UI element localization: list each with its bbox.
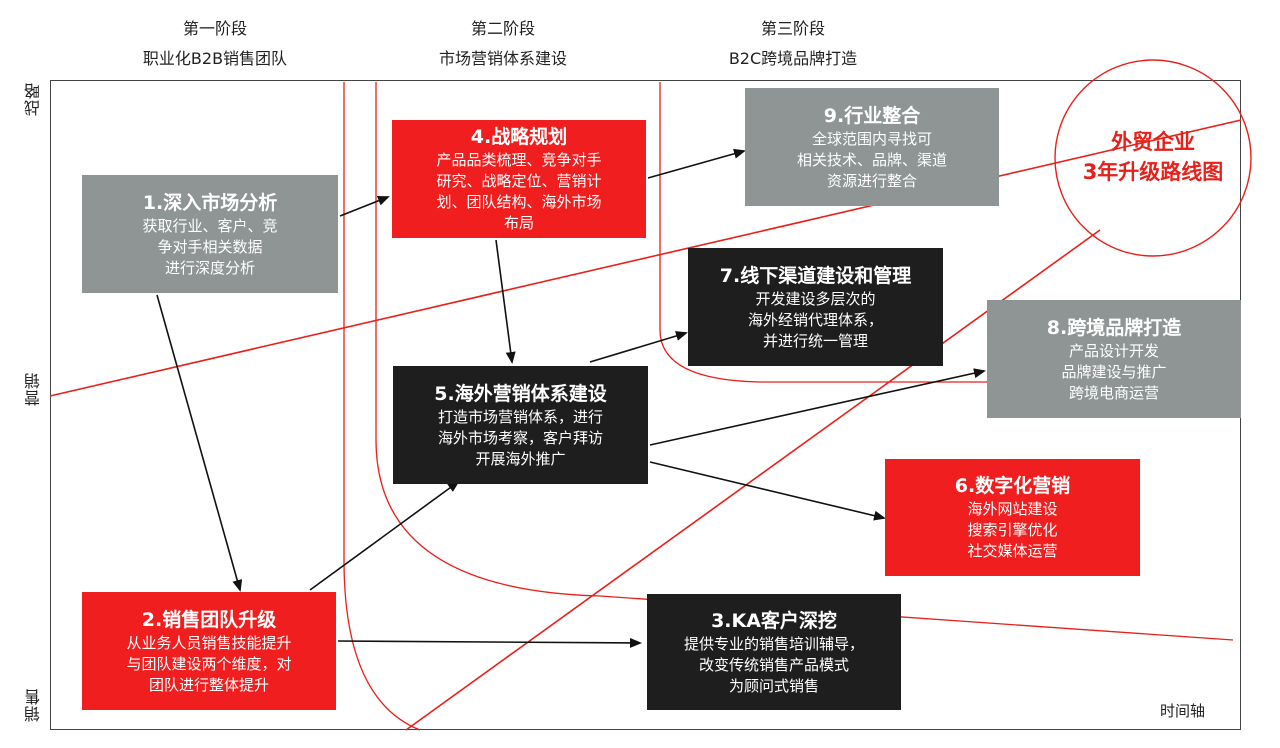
box-1-line: 争对手相关数据 [157, 237, 263, 256]
box-2-desc: 从业务人员销售技能提升 与团队建设两个维度，对 团队进行整体提升 [126, 633, 291, 696]
phase-2-name: 第二阶段 [470, 19, 535, 38]
box-7-line: 并进行统一管理 [762, 331, 868, 350]
box-7-desc: 开发建设多层次的 海外经销代理体系， 并进行统一管理 [748, 289, 883, 352]
box-6-title: 6.数字化营销 [954, 475, 1071, 497]
box-2-line: 团队进行整体提升 [148, 675, 269, 694]
box-8-desc: 产品设计开发 品牌建设与推广 跨境电商运营 [1061, 341, 1166, 404]
roadmap-title-line2: 3年升级路线图 [1082, 160, 1224, 184]
arrow-2-to-5 [309, 480, 460, 591]
phase-1-subtitle: 职业化B2B销售团队 [142, 49, 288, 68]
diagonal-marketing-line [49, 119, 1242, 397]
phase-divider-curve-2 [375, 82, 1234, 641]
box-3-title: 3.KA客户深挖 [711, 609, 837, 632]
box-7-line: 海外经销代理体系， [747, 310, 883, 329]
box-8-line: 跨境电商运营 [1068, 383, 1159, 402]
title-circle [1054, 59, 1252, 257]
box-8-line: 品牌建设与推广 [1061, 362, 1167, 381]
box-9-line: 相关技术、品牌、渠道 [796, 150, 947, 169]
box-4-title: 4.战略规划 [470, 126, 568, 148]
box-overseas-marketing-system: 5.海外营销体系建设 打造市场营销体系，进行 海外市场考察，客户拜访 开展海外推… [393, 366, 648, 484]
box-3-line: 改变传统销售产品模式 [698, 655, 849, 674]
phase-3-header: 第三阶段 B2C跨境品牌打造 [683, 14, 903, 74]
box-3-line: 提供专业的销售培训辅导， [683, 634, 864, 653]
box-6-line: 搜索引擎优化 [967, 521, 1058, 539]
box-6-line: 海外网站建设 [967, 500, 1058, 518]
arrow-5-to-7 [589, 331, 688, 363]
arrow-5-to-8 [649, 368, 986, 446]
box-7-line: 开发建设多层次的 [755, 289, 876, 308]
arrow-1-to-4 [339, 196, 390, 217]
phase-divider-curve-3 [659, 82, 990, 383]
arrow-4-to-9 [647, 148, 746, 179]
roadmap-title: 外贸企业 3年升级路线图 [1058, 127, 1248, 187]
box-6-desc: 海外网站建设 搜索引擎优化 社交媒体运营 [967, 499, 1057, 562]
box-2-line: 从业务人员销售技能提升 [126, 633, 292, 652]
box-1-line: 获取行业、客户、竞 [142, 216, 278, 235]
box-digital-marketing: 6.数字化营销 海外网站建设 搜索引擎优化 社交媒体运营 [885, 459, 1140, 576]
box-3-desc: 提供专业的销售培训辅导， 改变传统销售产品模式 为顾问式销售 [684, 634, 864, 697]
box-4-line: 产品品类梳理、竞争对手 [436, 151, 602, 169]
phase-3-name: 第三阶段 [760, 19, 825, 38]
box-7-title: 7.线下渠道建设和管理 [719, 264, 912, 287]
box-1-line: 进行深度分析 [164, 258, 255, 277]
phase-divider-curve-1 [343, 82, 421, 731]
box-strategic-planning: 4.战略规划 产品品类梳理、竞争对手 研究、战略定位、营销计 划、团队结构、海外… [392, 120, 646, 238]
box-8-title: 8.跨境品牌打造 [1046, 316, 1182, 339]
box-4-line: 研究、战略定位、营销计 [436, 172, 602, 190]
box-market-analysis: 1.深入市场分析 获取行业、客户、竞 争对手相关数据 进行深度分析 [82, 175, 338, 293]
phase-2-subtitle: 市场营销体系建设 [438, 49, 567, 68]
box-1-desc: 获取行业、客户、竞 争对手相关数据 进行深度分析 [142, 216, 277, 279]
box-9-title: 9.行业整合 [823, 104, 921, 127]
box-8-line: 产品设计开发 [1068, 341, 1159, 360]
x-axis-label-time: 时间轴 [1160, 702, 1206, 720]
box-2-line: 与团队建设两个维度，对 [126, 654, 292, 673]
roadmap-title-line1: 外贸企业 [1111, 130, 1195, 154]
arrow-4-to-5 [495, 239, 516, 364]
box-4-line: 划、团队结构、海外市场 [436, 193, 602, 211]
phase-2-header: 第二阶段 市场营销体系建设 [393, 14, 613, 74]
arrow-5-to-6 [649, 461, 886, 521]
box-cross-border-brand: 8.跨境品牌打造 产品设计开发 品牌建设与推广 跨境电商运营 [987, 300, 1241, 418]
arrow-1-to-2 [156, 294, 243, 592]
arrow-2-to-3 [337, 637, 642, 648]
box-3-line: 为顾问式销售 [728, 676, 819, 695]
box-offline-channels: 7.线下渠道建设和管理 开发建设多层次的 海外经销代理体系， 并进行统一管理 [688, 248, 943, 366]
phase-1-header: 第一阶段 职业化B2B销售团队 [105, 14, 325, 74]
box-2-title: 2.销售团队升级 [141, 608, 277, 631]
box-5-desc: 打造市场营销体系，进行 海外市场考察，客户拜访 开展海外推广 [438, 407, 603, 470]
box-9-desc: 全球范围内寻找可 相关技术、品牌、渠道 资源进行整合 [797, 129, 947, 192]
box-4-line: 布局 [503, 214, 534, 232]
box-ka-customers: 3.KA客户深挖 提供专业的销售培训辅导， 改变传统销售产品模式 为顾问式销售 [647, 594, 901, 710]
diagonal-timeline-line [405, 229, 1101, 731]
box-industry-integration: 9.行业整合 全球范围内寻找可 相关技术、品牌、渠道 资源进行整合 [745, 88, 999, 206]
box-5-line: 打造市场营销体系，进行 [437, 407, 603, 426]
box-1-title: 1.深入市场分析 [142, 191, 278, 214]
box-5-title: 5.海外营销体系建设 [434, 382, 607, 405]
box-5-line: 开展海外推广 [475, 449, 566, 468]
phase-1-name: 第一阶段 [182, 19, 247, 38]
box-9-line: 资源进行整合 [826, 171, 917, 190]
box-4-desc: 产品品类梳理、竞争对手 研究、战略定位、营销计 划、团队结构、海外市场 布局 [436, 150, 601, 234]
box-6-line: 社交媒体运营 [967, 542, 1058, 560]
box-9-line: 全球范围内寻找可 [811, 129, 932, 148]
box-5-line: 海外市场考察，客户拜访 [437, 428, 603, 447]
phase-3-subtitle: B2C跨境品牌打造 [728, 49, 858, 68]
box-sales-team-upgrade: 2.销售团队升级 从业务人员销售技能提升 与团队建设两个维度，对 团队进行整体提… [82, 592, 336, 710]
